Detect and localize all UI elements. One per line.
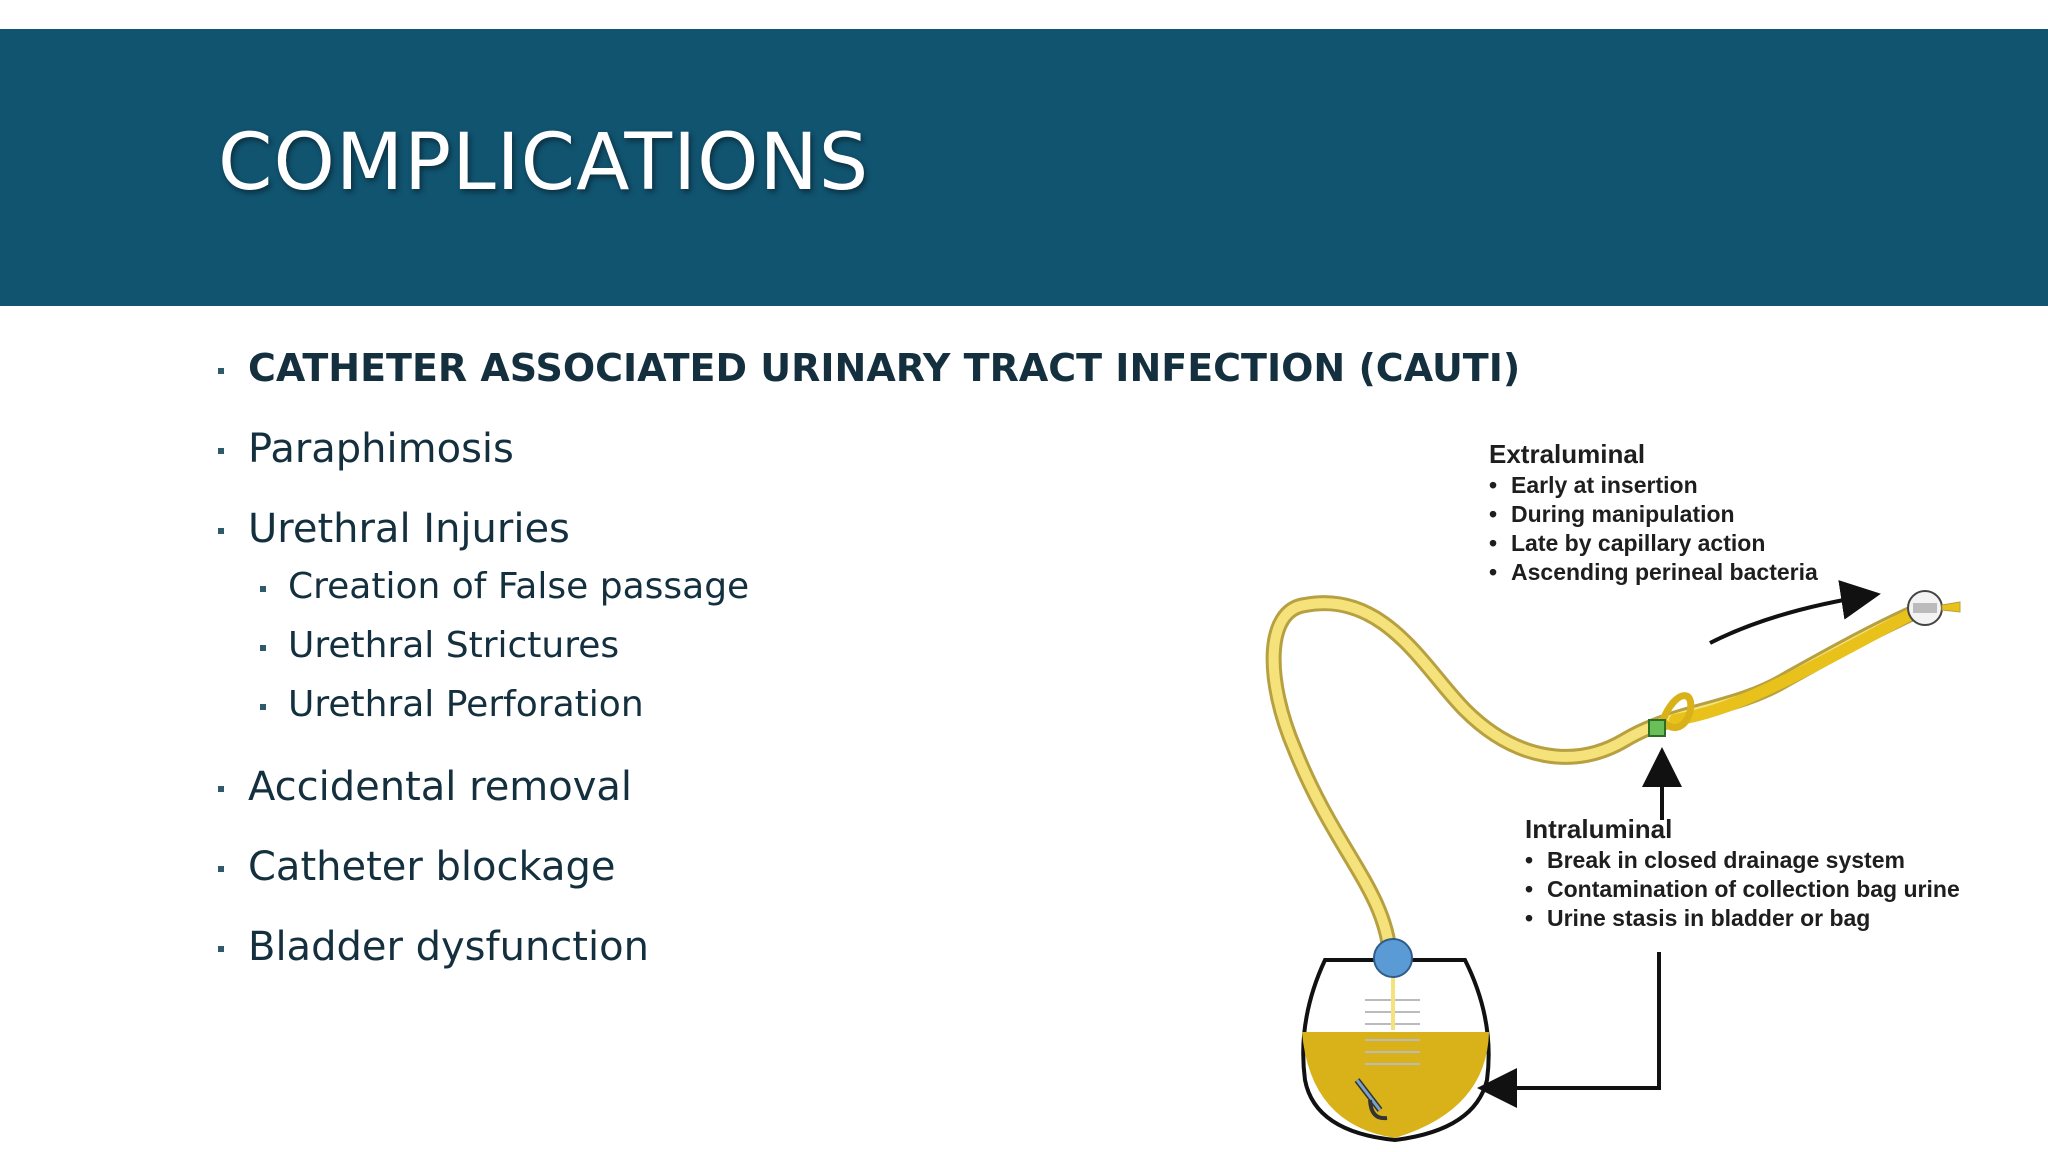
balloon-band bbox=[1913, 603, 1937, 613]
bullet-marker bbox=[218, 786, 224, 792]
sub-bullet-perforation: Urethral Perforation bbox=[260, 684, 644, 725]
catheter-diagram: Extraluminal • Early at insertion • Duri… bbox=[1265, 439, 1961, 1143]
extraluminal-arrow bbox=[1709, 580, 1881, 645]
bullet-text: Urethral Perforation bbox=[288, 684, 644, 725]
bullet-text: Urethral Strictures bbox=[288, 625, 620, 666]
extraluminal-item: Ascending perineal bacteria bbox=[1511, 559, 1818, 585]
bullet-bladder-dysfunction: Bladder dysfunction bbox=[218, 924, 649, 970]
list-bullet: • bbox=[1489, 501, 1497, 527]
catheter-tip bbox=[1941, 601, 1961, 613]
bullet-text: Urethral Injuries bbox=[248, 506, 570, 552]
bullet-text: Bladder dysfunction bbox=[248, 924, 649, 970]
bullet-paraphimosis: Paraphimosis bbox=[218, 426, 514, 472]
list-bullet: • bbox=[1489, 472, 1497, 498]
list-bullet: • bbox=[1525, 905, 1533, 931]
list-bullet: • bbox=[1489, 559, 1497, 585]
bullet-marker bbox=[218, 368, 224, 374]
extraluminal-item: Late by capillary action bbox=[1511, 530, 1765, 556]
bullet-urethral-injuries: Urethral Injuries bbox=[218, 506, 570, 552]
bag-connector bbox=[1373, 938, 1413, 978]
intraluminal-item: Urine stasis in bladder or bag bbox=[1547, 905, 1870, 931]
extraluminal-item: Early at insertion bbox=[1511, 472, 1698, 498]
sub-bullet-false-passage: Creation of False passage bbox=[260, 566, 750, 607]
list-bullet: • bbox=[1489, 530, 1497, 556]
bullet-marker bbox=[218, 866, 224, 872]
intraluminal-item: Break in closed drainage system bbox=[1547, 847, 1905, 873]
extraluminal-heading: Extraluminal bbox=[1489, 439, 1645, 469]
intraluminal-list: • Break in closed drainage system • Cont… bbox=[1525, 847, 1960, 931]
bullet-marker bbox=[260, 586, 266, 592]
bullet-text: CATHETER ASSOCIATED URINARY TRACT INFECT… bbox=[248, 346, 1521, 390]
title-bar bbox=[0, 29, 2048, 306]
slide-title: COMPLICATIONS bbox=[218, 118, 870, 208]
bullet-marker bbox=[218, 448, 224, 454]
intraluminal-item: Contamination of collection bag urine bbox=[1547, 876, 1960, 902]
catheter-branch bbox=[1659, 692, 1695, 731]
bullet-catheter-blockage: Catheter blockage bbox=[218, 844, 616, 890]
bullet-marker bbox=[260, 645, 266, 651]
catheter-tip-segment bbox=[1669, 606, 1921, 726]
bullet-marker bbox=[218, 528, 224, 534]
sub-bullet-strictures: Urethral Strictures bbox=[260, 625, 620, 666]
extraluminal-list: • Early at insertion • During manipulati… bbox=[1489, 472, 1818, 585]
catheter-junction bbox=[1648, 719, 1666, 737]
urine-level bbox=[1302, 1032, 1489, 1138]
intraluminal-arrow-bag bbox=[1477, 952, 1661, 1108]
bullet-cauti: CATHETER ASSOCIATED URINARY TRACT INFECT… bbox=[218, 346, 1521, 390]
bullet-text: Paraphimosis bbox=[248, 426, 514, 472]
list-bullet: • bbox=[1525, 847, 1533, 873]
bullet-text: Accidental removal bbox=[248, 764, 633, 810]
intraluminal-heading: Intraluminal bbox=[1525, 814, 1672, 844]
bullet-text: Catheter blockage bbox=[248, 844, 616, 890]
drain-valve bbox=[1354, 1078, 1388, 1121]
bullet-marker bbox=[260, 704, 266, 710]
bullet-text: Creation of False passage bbox=[288, 566, 750, 607]
bullet-marker bbox=[218, 946, 224, 952]
list-bullet: • bbox=[1525, 876, 1533, 902]
bullet-accidental-removal: Accidental removal bbox=[218, 764, 633, 810]
extraluminal-item: During manipulation bbox=[1511, 501, 1735, 527]
